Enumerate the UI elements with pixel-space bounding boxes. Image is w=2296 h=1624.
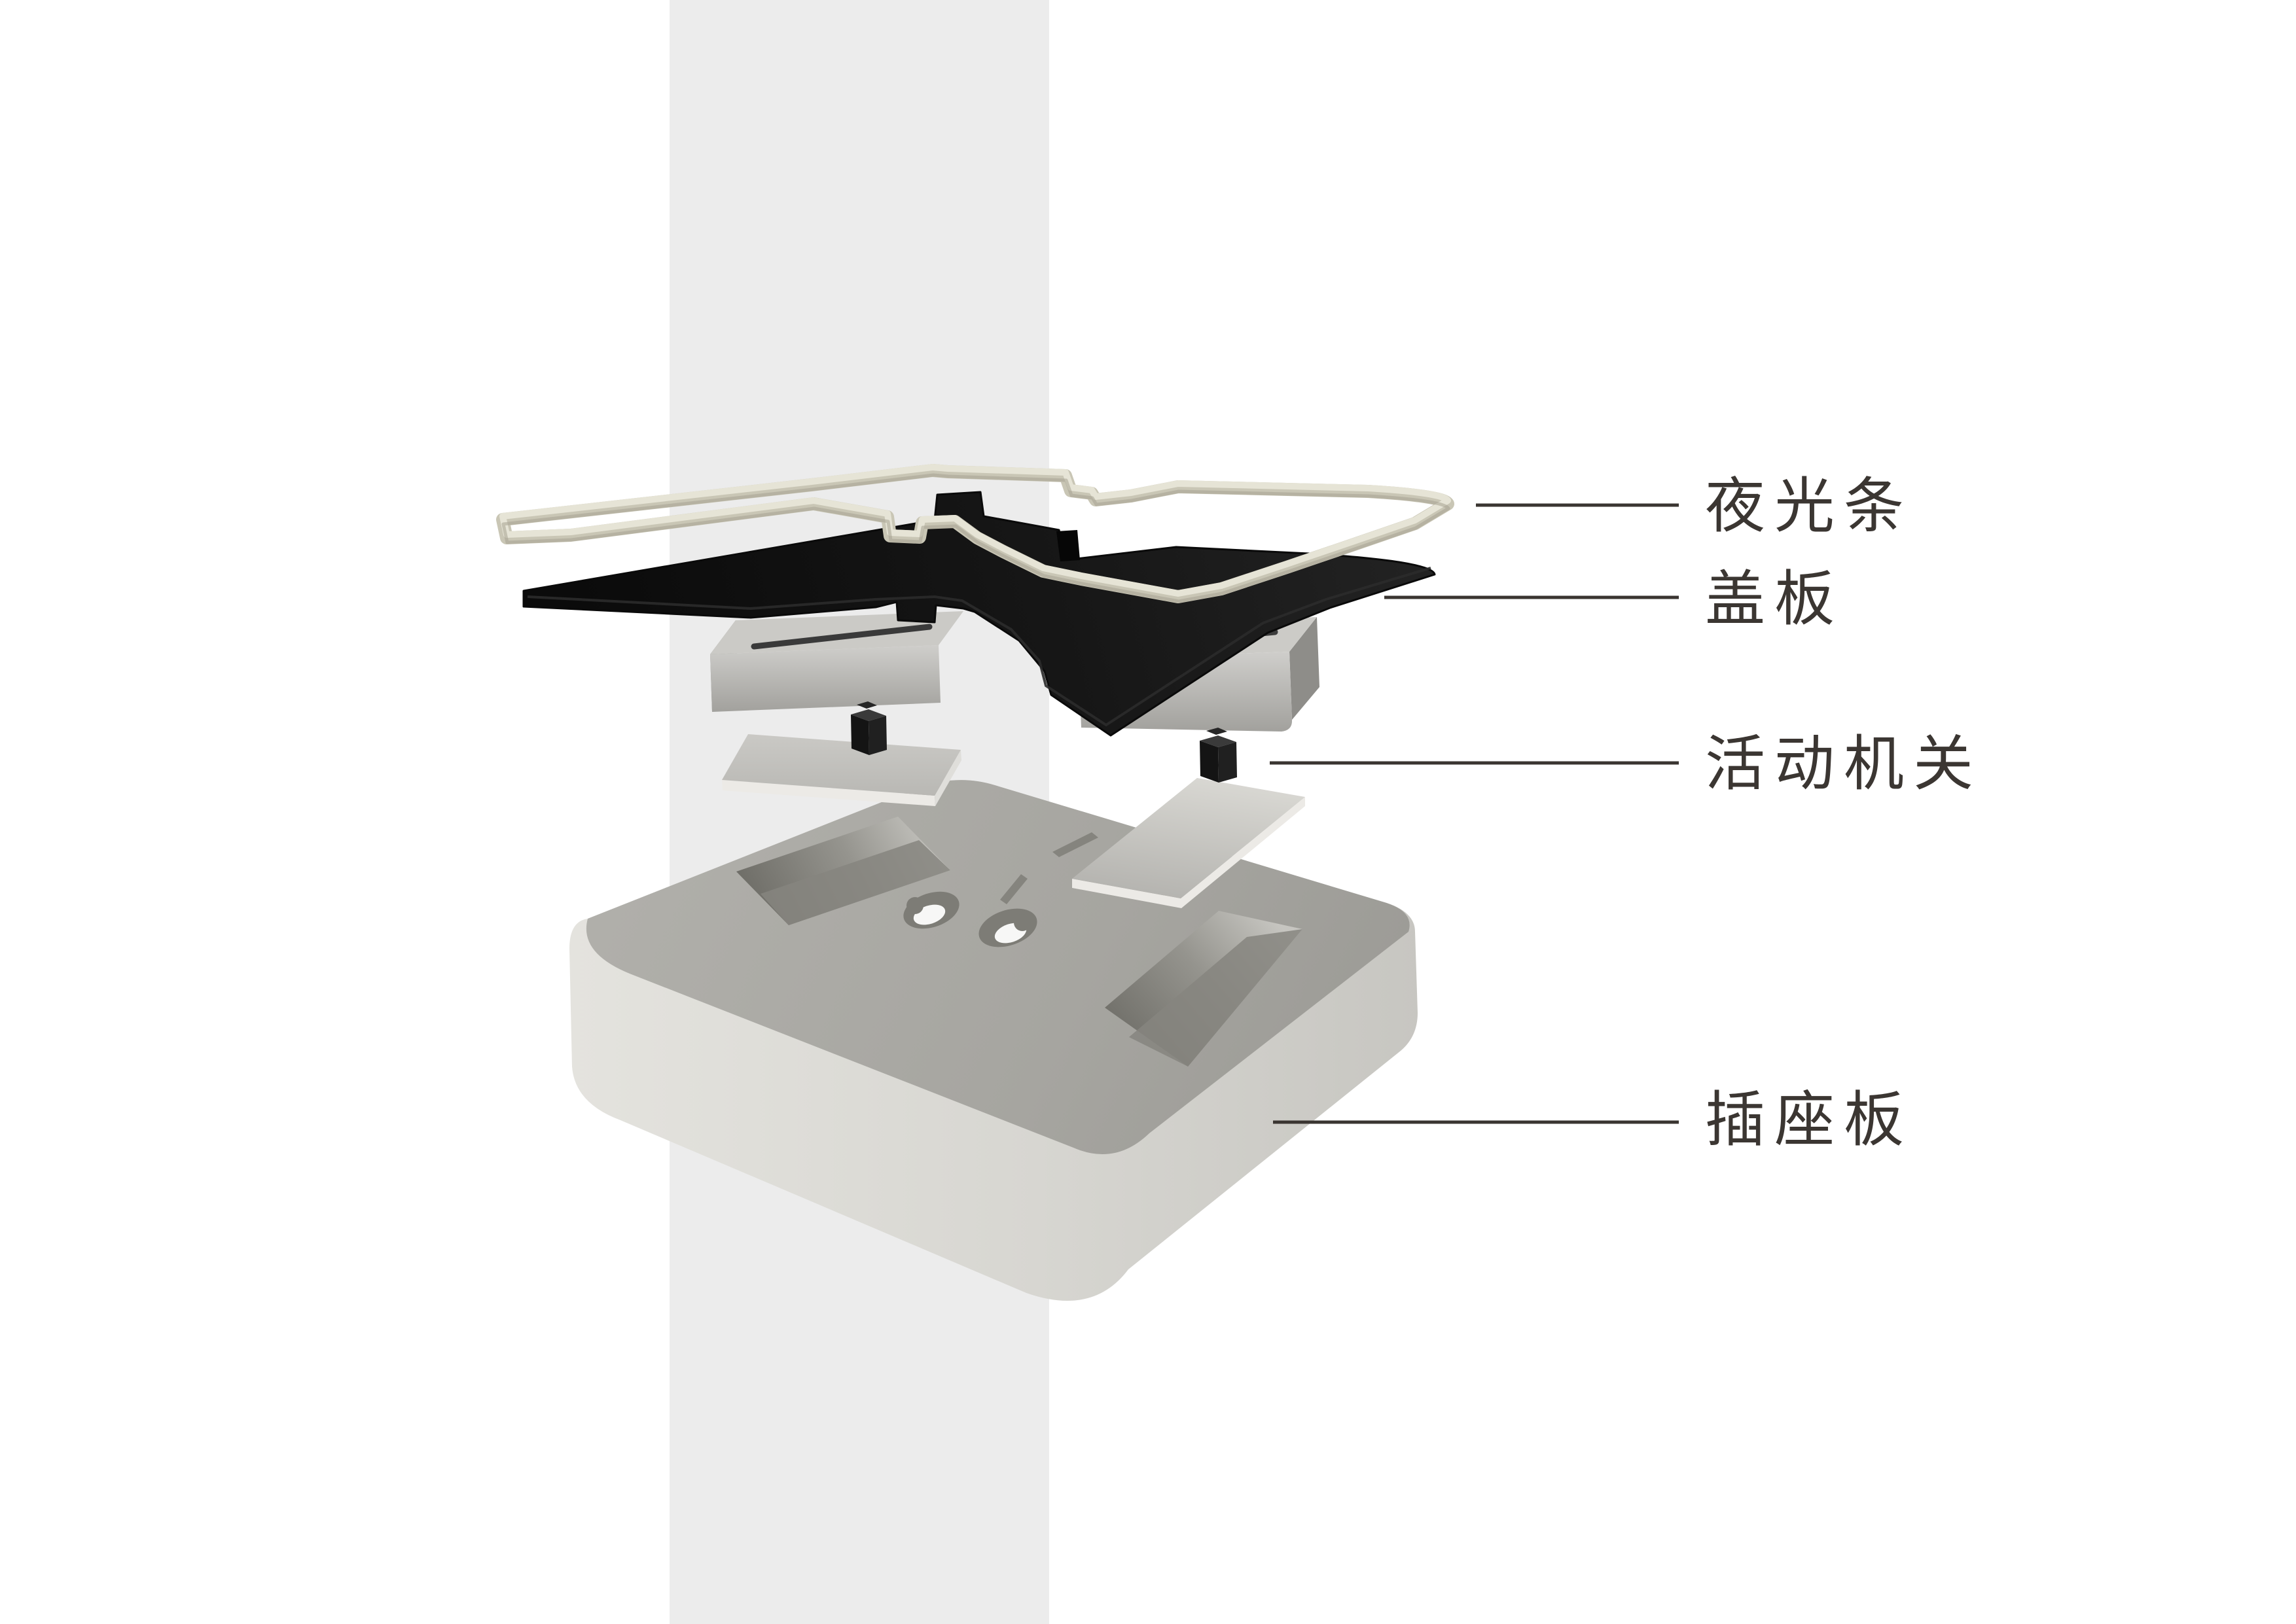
rocker-block-left-front (710, 645, 941, 712)
leader-lines (1270, 503, 1679, 1124)
socket-hole-left (903, 891, 960, 929)
cover-plate (522, 491, 1436, 737)
rocker-block-left (710, 611, 963, 712)
socket-slit-lower (1000, 874, 1028, 904)
socket-hole-right (978, 908, 1037, 947)
nightlight-window-plate-top (1072, 778, 1305, 898)
actuator-cube-left (851, 701, 887, 755)
labels: 夜光条 盖板 活动机关 插座板 (1705, 473, 1982, 1154)
socket-slit-upper (1052, 832, 1098, 857)
recess-right (1105, 911, 1302, 1067)
rocker-block-left-slit (751, 624, 933, 650)
label-socket-plate: 插座板 (1705, 1087, 1913, 1154)
socket-holes (903, 832, 1098, 947)
blank-insert-plate-left (722, 734, 961, 806)
rocker-block-right-end (1289, 617, 1319, 720)
label-night-strip: 夜光条 (1705, 473, 1913, 540)
cover-plate-step-notch (1056, 530, 1080, 561)
cover-plate-edge-crease (527, 567, 1431, 727)
luminous-strip (496, 464, 1454, 603)
nightlight-window-plate (1072, 778, 1305, 908)
recess-left (736, 817, 950, 925)
label-cover-plate: 盖板 (1705, 566, 1844, 633)
luminous-strip-shade (501, 473, 1450, 603)
luminous-strip-highlight (499, 464, 1451, 597)
label-mechanism: 活动机关 (1705, 731, 1982, 798)
actuator-cube-right (1200, 728, 1237, 783)
